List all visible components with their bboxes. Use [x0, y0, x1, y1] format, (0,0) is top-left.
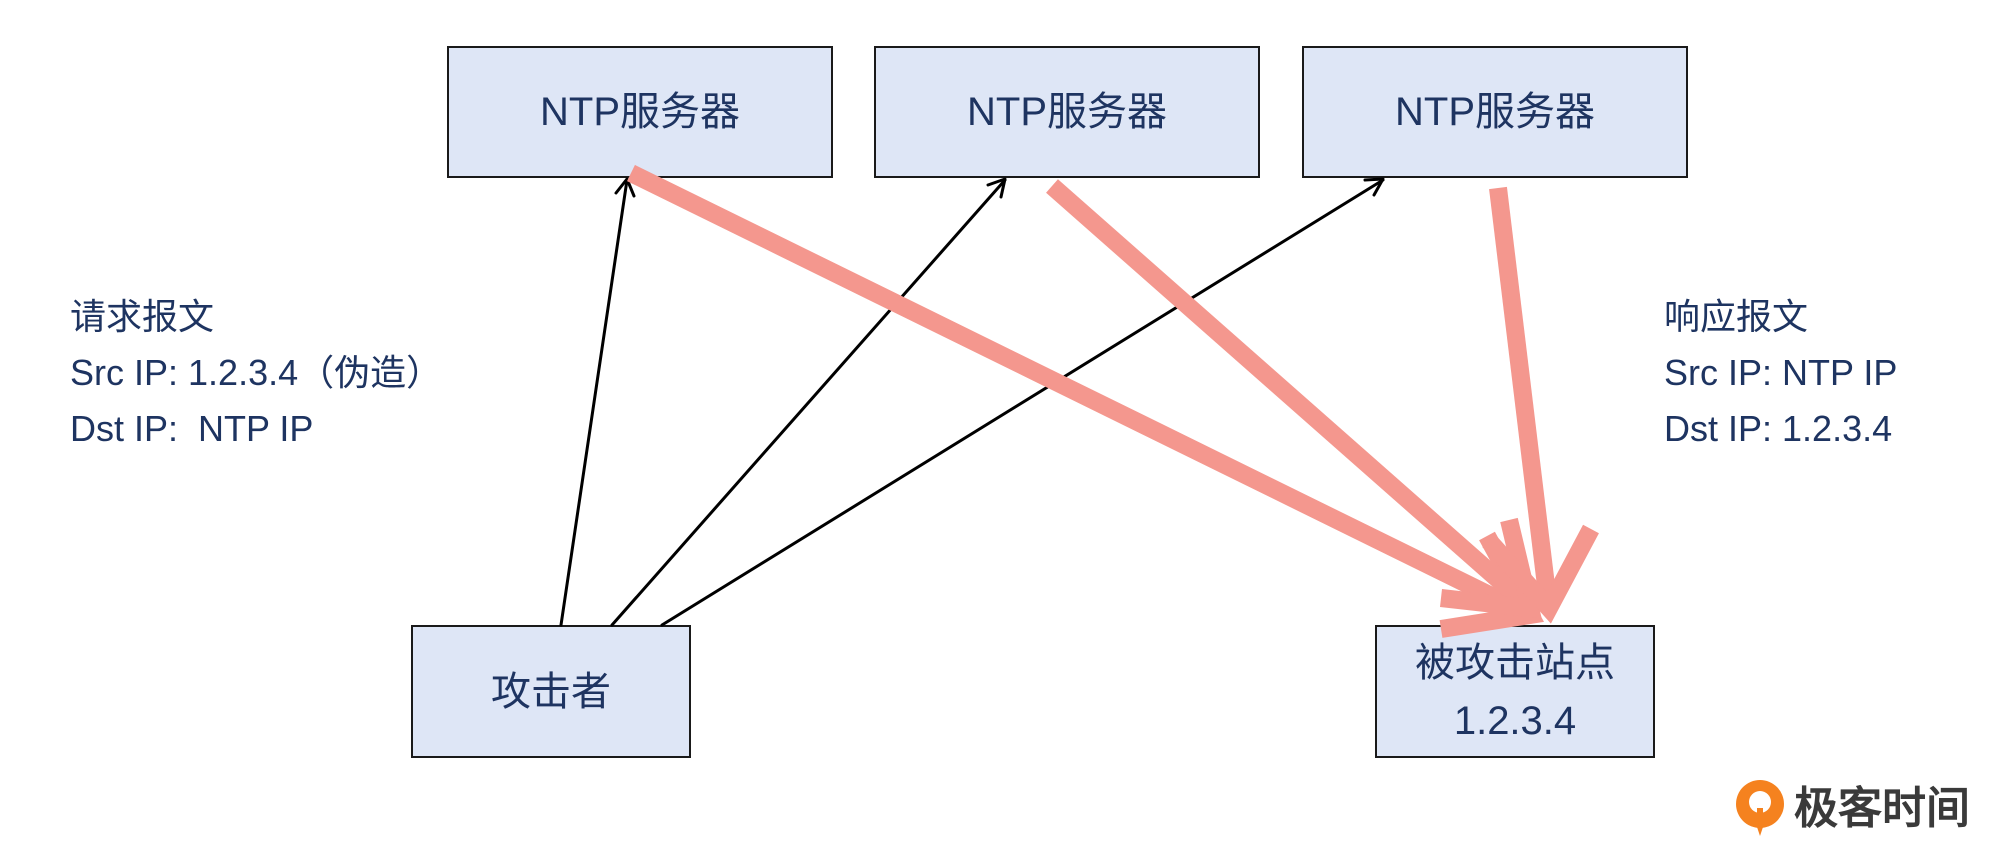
- victim-ip: 1.2.3.4: [1453, 698, 1577, 743]
- brand-name: 极客时间: [1794, 784, 1970, 833]
- ntp-server-box-2: NTP服务器: [874, 46, 1260, 178]
- response-note-src: Src IP: NTP IP: [1664, 352, 1898, 393]
- attacker-box: 攻击者: [411, 625, 691, 758]
- ntp-server-box-3: NTP服务器: [1302, 46, 1688, 178]
- request-note-title: 请求报文: [70, 296, 215, 337]
- response-note-dst: Dst IP: 1.2.3.4: [1664, 408, 1893, 449]
- request-note-src: Src IP: 1.2.3.4（伪造）: [70, 352, 443, 393]
- ntp-server-box-1: NTP服务器: [447, 46, 833, 178]
- request-arrow-3: [660, 177, 1385, 627]
- response-note-title: 响应报文: [1664, 296, 1809, 337]
- request-arrow-1: [559, 177, 636, 627]
- victim-label: 被攻击站点: [1415, 640, 1615, 685]
- request-note-dst: Dst IP: NTP IP: [70, 408, 314, 449]
- response-arrow-3: [1482, 186, 1599, 624]
- geektime-logo-icon: [1736, 780, 1784, 836]
- request-note: 请求报文 Src IP: 1.2.3.4（伪造） Dst IP: NTP IP: [70, 289, 442, 457]
- request-arrow-2: [610, 177, 1007, 627]
- ntp-server-label: NTP服务器: [1395, 90, 1595, 134]
- response-arrow-1: [627, 164, 1545, 638]
- ntp-server-label: NTP服务器: [540, 90, 740, 134]
- response-arrow-2: [1046, 179, 1542, 619]
- victim-box: 被攻击站点 1.2.3.4: [1375, 625, 1655, 758]
- attacker-label: 攻击者: [491, 669, 611, 714]
- brand-logo: 极客时间: [1734, 778, 1970, 840]
- ntp-server-label: NTP服务器: [967, 90, 1167, 134]
- response-note: 响应报文 Src IP: NTP IP Dst IP: 1.2.3.4: [1664, 289, 1897, 457]
